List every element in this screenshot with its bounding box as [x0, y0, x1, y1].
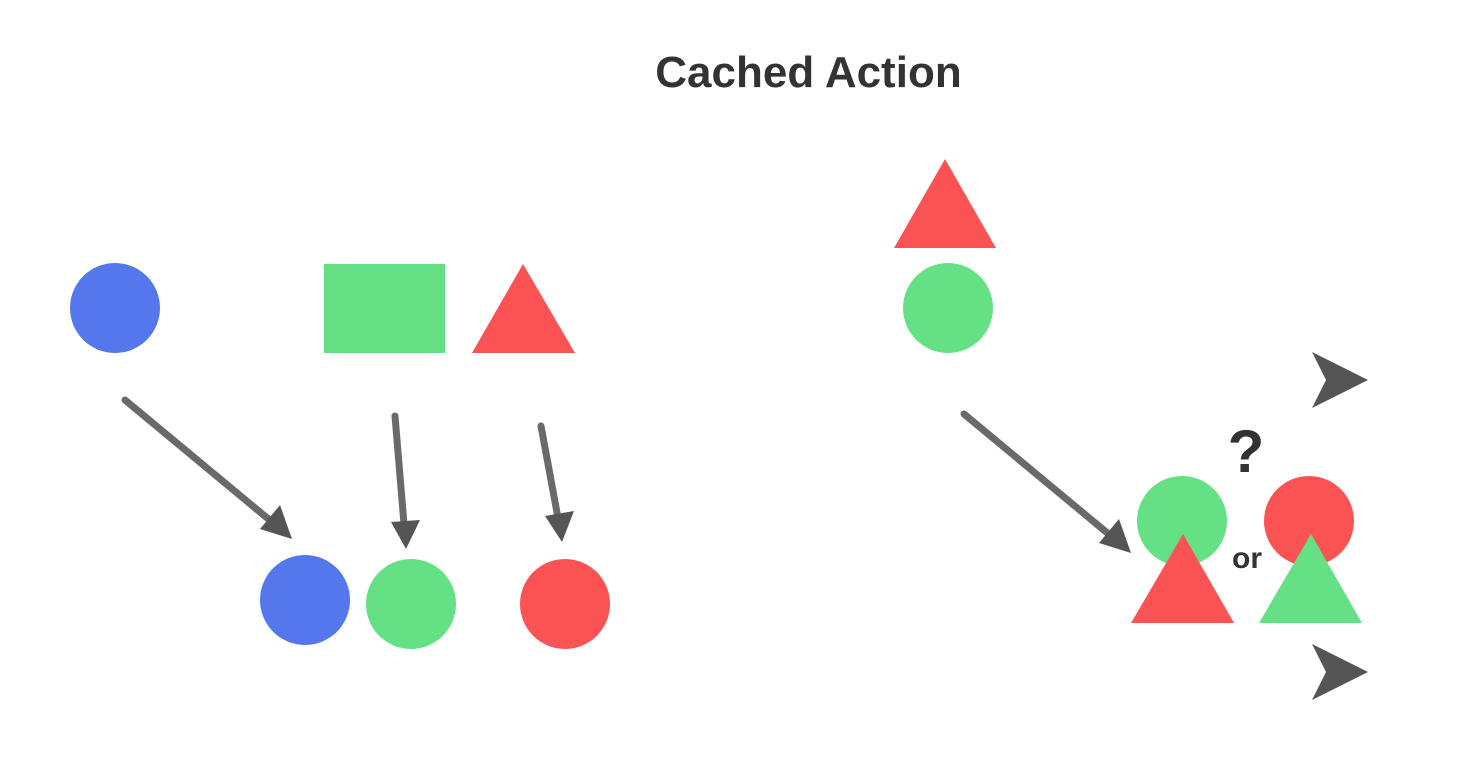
top-timeline-arrow — [83, 352, 1368, 408]
mapping-arrow-blue — [121, 396, 292, 539]
diagram-title: Cached Action — [655, 48, 962, 97]
top-green-square — [324, 264, 445, 353]
top-blue-circle — [70, 263, 160, 353]
mapping-arrow-red — [537, 422, 574, 542]
mapping-arrow-green — [391, 412, 420, 549]
outcome-option-b — [1259, 476, 1362, 623]
bottom-timeline-arrow — [83, 644, 1368, 700]
question-mark: ? — [1228, 418, 1265, 485]
bottom-blue-circle — [260, 555, 350, 645]
bottom-green-circle — [366, 559, 456, 649]
mapping-arrow-cached — [960, 410, 1131, 553]
or-label: or — [1232, 542, 1262, 575]
top-red-triangle — [472, 264, 575, 353]
outcome-option-a — [1131, 476, 1234, 623]
top-green-circle — [903, 263, 993, 353]
bottom-red-circle — [520, 559, 610, 649]
top-red-triangle-upper — [894, 159, 996, 248]
